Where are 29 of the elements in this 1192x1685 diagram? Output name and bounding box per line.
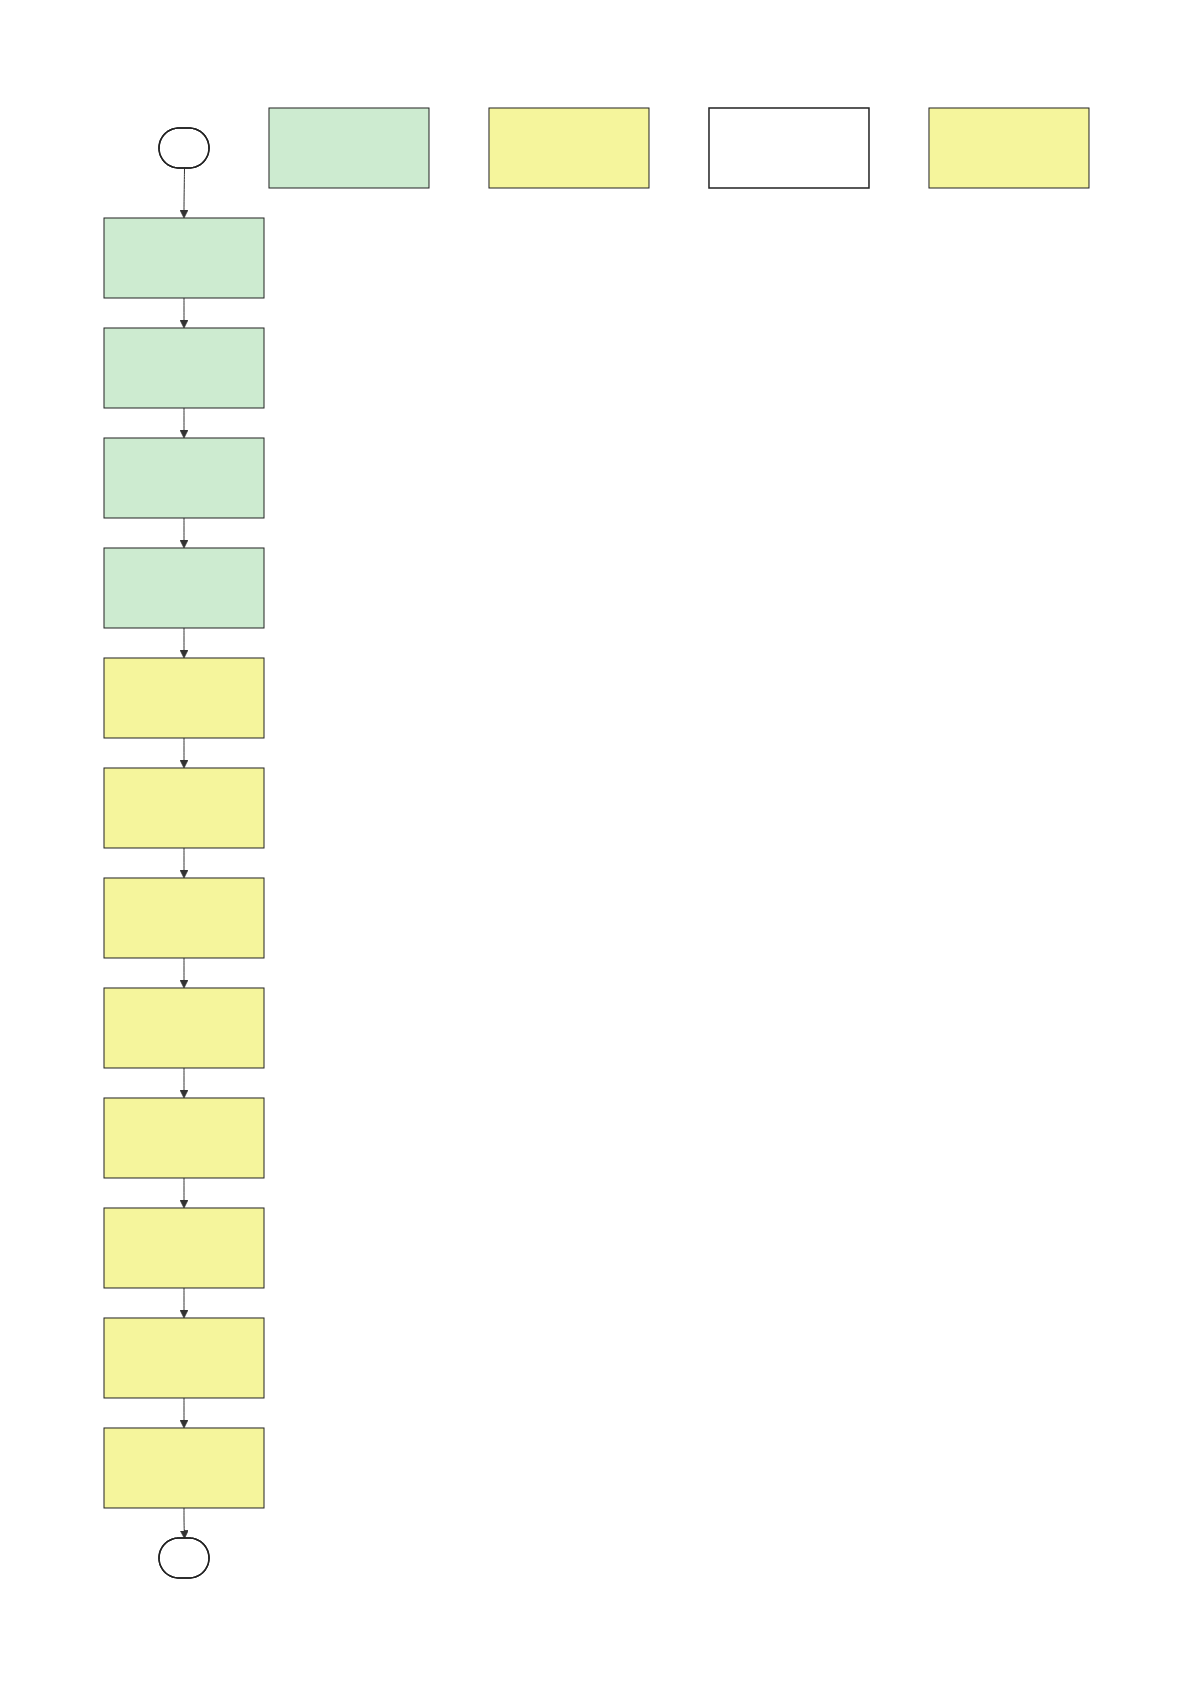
node-box — [103, 1427, 264, 1508]
arrow — [179, 1397, 188, 1428]
node-box — [103, 1207, 264, 1288]
node-box — [268, 107, 429, 188]
node-box — [103, 327, 264, 408]
arrow — [179, 1177, 188, 1208]
arrow — [179, 517, 188, 548]
arrow — [179, 737, 188, 768]
arrow — [179, 847, 188, 878]
arrow — [179, 297, 188, 328]
arrow — [179, 167, 188, 218]
node-box — [103, 437, 264, 518]
arrow — [179, 1507, 189, 1539]
node-box — [103, 767, 264, 848]
node-box — [103, 877, 264, 958]
arrow — [179, 407, 188, 438]
node-box — [103, 657, 264, 738]
node-box — [103, 987, 264, 1068]
arrow — [179, 627, 188, 658]
node-box — [928, 107, 1089, 188]
node-box — [103, 547, 264, 628]
node-box — [488, 107, 649, 188]
node-box — [707, 106, 870, 189]
arrow — [179, 957, 188, 988]
node-box — [103, 217, 264, 298]
arrow — [179, 1067, 188, 1098]
arrow — [179, 1287, 188, 1318]
node-box — [103, 1097, 264, 1178]
node-box — [103, 1317, 264, 1398]
